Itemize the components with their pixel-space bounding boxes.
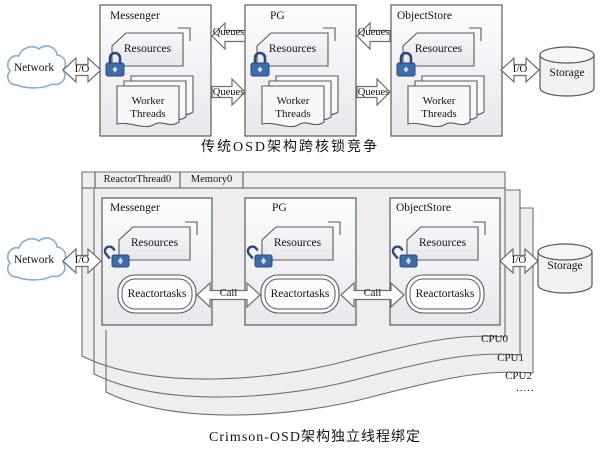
io-label-bottom-left: I/O — [74, 254, 90, 266]
cpu-layer-2-outline — [105, 207, 534, 416]
objectstore-title: ObjectStore — [397, 10, 452, 22]
messenger-title: Messenger — [110, 10, 160, 22]
reactortasks-label: Reactortasks — [270, 288, 330, 300]
crimson-pg-box — [244, 197, 357, 326]
cpu-layer-1-outline — [93, 189, 521, 398]
bottom-caption: Crimson-OSD架构独立线程绑定 — [209, 430, 421, 445]
osd-messenger-box — [99, 4, 212, 137]
memory0-cell: Memory0 — [190, 174, 233, 185]
cpu1-label: CPU1 — [497, 352, 524, 364]
storage-label-bottom: Storage — [547, 260, 583, 272]
resources-label: Resources — [418, 237, 467, 249]
worker-threads-label: Worker Threads — [275, 95, 311, 120]
cpu-ellipsis-label: ····· — [515, 385, 534, 397]
queues-label: Queues — [212, 27, 245, 38]
reactorthread0-cell: ReactorThread0 — [103, 174, 172, 185]
call-label: Call — [219, 288, 238, 299]
osd-objectstore-box — [390, 4, 503, 137]
queues-label: Queues — [212, 87, 245, 98]
osd-pg-box — [244, 4, 357, 137]
crimson-messenger-title: Messenger — [110, 202, 160, 214]
crimson-objectstore-title: ObjectStore — [396, 202, 451, 214]
queues-label: Queues — [357, 27, 390, 38]
storage-label-top: Storage — [549, 67, 585, 79]
crimson-pg-title: PG — [272, 202, 287, 214]
cpu2-label: CPU2 — [505, 370, 532, 382]
network-label-bottom: Network — [13, 254, 55, 266]
io-label-top-right: I/O — [512, 63, 528, 75]
resources-label: Resources — [268, 43, 317, 55]
worker-threads-label: Worker Threads — [130, 95, 166, 120]
network-label-top: Network — [13, 62, 55, 74]
resources-label: Resources — [273, 237, 322, 249]
cpu0-label: CPU0 — [481, 333, 508, 345]
resources-label: Resources — [130, 237, 179, 249]
reactortasks-label: Reactortasks — [415, 288, 475, 300]
call-label: Call — [363, 288, 382, 299]
queues-label: Queues — [357, 87, 390, 98]
crimson-messenger-box — [101, 197, 213, 326]
pg-title: PG — [270, 10, 285, 22]
reactor-header-band — [82, 172, 505, 189]
reactortasks-label: Reactortasks — [127, 288, 187, 300]
io-label-top-left: I/O — [74, 63, 90, 75]
resources-label: Resources — [123, 43, 172, 55]
worker-threads-label: Worker Threads — [421, 95, 457, 120]
resources-label: Resources — [414, 43, 463, 55]
crimson-objectstore-box — [389, 197, 501, 326]
io-label-bottom-right: I/O — [511, 254, 527, 266]
top-caption: 传统OSD架构跨核锁竞争 — [200, 140, 379, 155]
